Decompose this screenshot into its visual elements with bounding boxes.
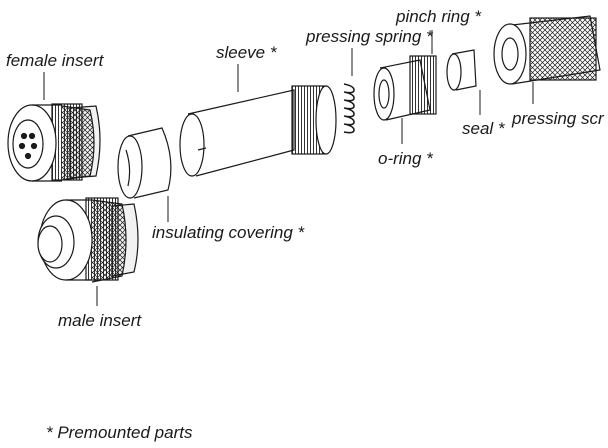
female-insert-part — [7, 103, 101, 182]
o-ring-part — [373, 55, 437, 121]
insulating-covering-part — [117, 127, 172, 199]
label-seal: seal * — [462, 119, 505, 138]
seal-part — [446, 49, 477, 91]
label-pressing-spring: pressing spring * — [306, 27, 433, 46]
pressing-screw-part — [493, 15, 601, 85]
male-insert-part — [37, 197, 139, 283]
footnote: * Premounted parts — [46, 423, 193, 442]
label-male-insert: male insert — [58, 311, 142, 330]
sleeve-part — [179, 85, 337, 177]
label-insulating-covering: insulating covering * — [152, 223, 305, 242]
label-pinch-ring: pinch ring * — [396, 7, 482, 26]
label-sleeve: sleeve * — [216, 43, 277, 62]
leader-lines — [43, 30, 534, 306]
label-female-insert: female insert — [6, 51, 104, 70]
label-pressing-screw: pressing scr — [512, 109, 604, 128]
label-o-ring: o-ring * — [378, 149, 433, 168]
pressing-spring-part — [343, 83, 355, 134]
